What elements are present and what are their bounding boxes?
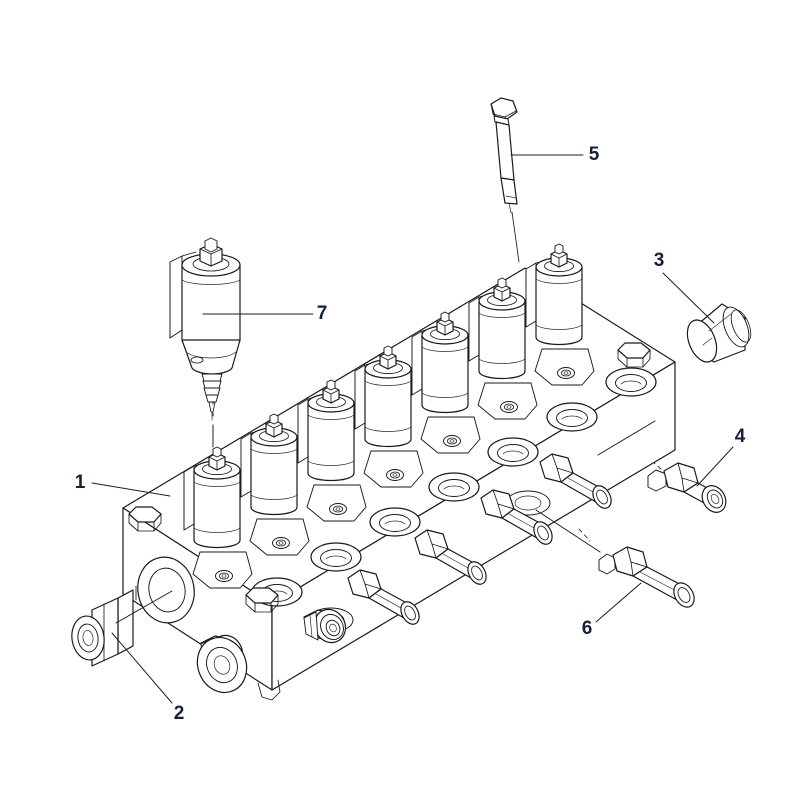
top-port — [487, 437, 539, 467]
callout-2: 2 — [174, 703, 185, 724]
hex-head-cap-screw[interactable] — [490, 97, 518, 214]
top-port-outer-inner — [514, 495, 542, 511]
leader-line-2 — [111, 632, 173, 704]
left-end-port-inner — [148, 567, 186, 613]
top-port — [605, 367, 657, 397]
leader-line-port-top — [597, 420, 656, 456]
port-plug-cap[interactable] — [682, 303, 755, 366]
leader-line-6 — [595, 582, 642, 623]
top-port — [369, 507, 421, 537]
leader-line-port-left — [115, 590, 173, 624]
manifold-front-face — [271, 361, 676, 691]
callout-6: 6 — [582, 618, 593, 639]
callout-5: 5 — [589, 144, 600, 165]
leader-line-port-mid — [535, 509, 601, 553]
valve-manifold-block[interactable] — [69, 243, 676, 701]
callout-4: 4 — [735, 426, 746, 447]
top-port — [428, 472, 480, 502]
leader-line-3 — [662, 272, 715, 324]
callout-label-group: 1 2 3 4 5 6 7 — [75, 144, 746, 724]
callout-3: 3 — [654, 250, 665, 271]
cap-screw-insertion-axis — [511, 211, 520, 263]
left-end-fitting[interactable] — [69, 589, 134, 667]
top-port — [310, 542, 362, 572]
callout-1: 1 — [75, 472, 86, 493]
manifold-front-foot — [257, 679, 281, 701]
left-end-port — [137, 556, 195, 624]
front-left-fitting[interactable] — [189, 630, 254, 700]
tube-adapter-insertion-axis — [578, 528, 591, 542]
top-port — [546, 402, 598, 432]
solenoid-cartridge-valve-exploded[interactable] — [169, 237, 241, 421]
leader-line-group — [91, 154, 734, 704]
callout-7: 7 — [317, 303, 328, 324]
leader-line-4 — [696, 446, 734, 487]
leader-line-1 — [91, 482, 171, 497]
